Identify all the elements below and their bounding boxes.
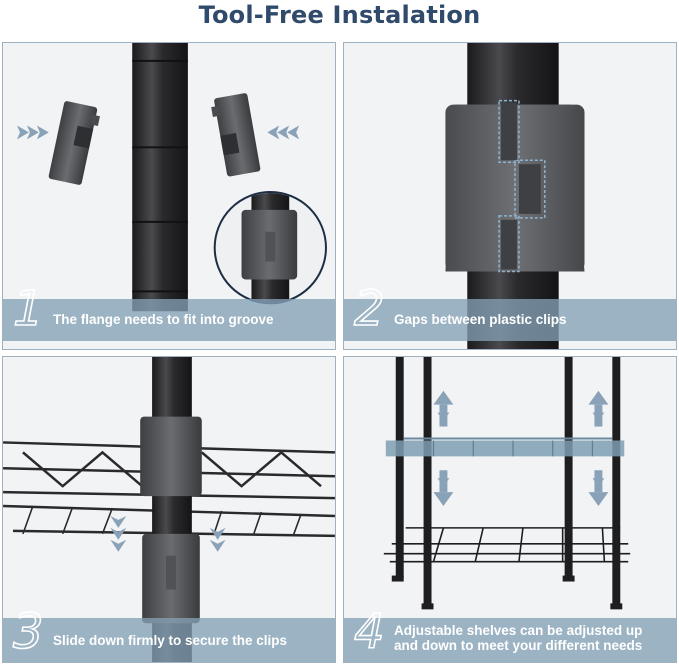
- step-caption-text: Slide down firmly to secure the clips: [53, 633, 288, 648]
- step-number: 4: [353, 604, 385, 660]
- step-caption-text: The flange needs to fit into groove: [53, 312, 274, 327]
- step-number: 2: [353, 281, 385, 337]
- double-chevron-arrow-icon: [110, 515, 127, 552]
- double-chevron-arrow-icon: [267, 125, 300, 140]
- step-caption-band: 4 Adjustable shelves can be adjusted up …: [344, 607, 676, 662]
- slide-down-illustration: [3, 357, 335, 662]
- step-number: 1: [12, 281, 44, 337]
- page-title: Tool-Free Instalation: [198, 1, 481, 29]
- double-headed-arrow-icon: [433, 390, 454, 507]
- double-chevron-arrow-icon: [16, 125, 49, 140]
- step-panel-3: 3 Slide down firmly to secure the clips: [2, 356, 336, 663]
- double-headed-arrow-icon: [588, 390, 609, 507]
- clip-gap-illustration: [445, 43, 585, 349]
- double-chevron-arrow-icon: [209, 527, 226, 552]
- step-caption-text: Gaps between plastic clips: [394, 312, 567, 327]
- step-caption-band: 1 The flange needs to fit into groove: [3, 284, 335, 341]
- adjustable-shelf-illustration: [383, 357, 631, 610]
- step-number: 3: [12, 604, 44, 660]
- step-caption-text: Adjustable shelves can be adjusted up an…: [394, 623, 643, 653]
- step-caption-band: 2 Gaps between plastic clips: [344, 284, 676, 341]
- step-caption-band: 3 Slide down firmly to secure the clips: [3, 607, 335, 662]
- step-panel-4: 4 Adjustable shelves can be adjusted up …: [343, 356, 677, 663]
- pole-with-clips-illustration: [16, 43, 327, 312]
- step-panel-2: 2 Gaps between plastic clips: [343, 42, 677, 350]
- step-panel-1: 1 The flange needs to fit into groove: [2, 42, 336, 350]
